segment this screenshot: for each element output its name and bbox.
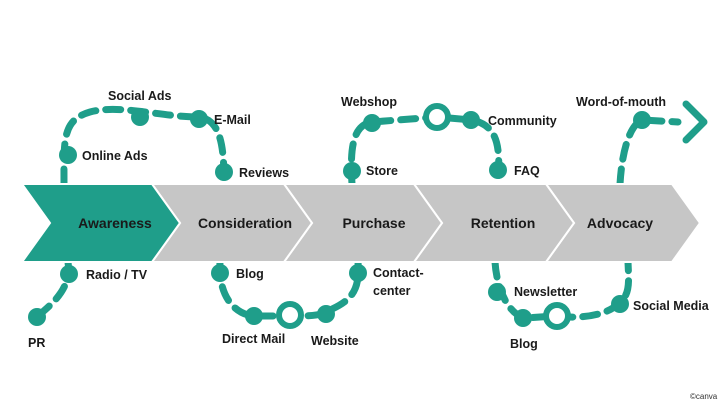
touchpoint-label-community: Community: [488, 114, 557, 128]
touchpoint-label-direct-mail: Direct Mail: [222, 332, 285, 346]
stage-label-advocacy: Advocacy: [587, 215, 653, 231]
stage-label-awareness: Awareness: [78, 215, 152, 231]
touchpoint-dot-webshop: [363, 114, 381, 132]
touchpoint-ring-blog-retention: [543, 302, 571, 330]
path-purchase-upper: [347, 113, 503, 188]
touchpoint-label-contact-center-line2: center: [373, 284, 411, 298]
touchpoint-ring-direct-mail: [276, 301, 304, 329]
path-retention-lower: [491, 258, 633, 322]
touchpoint-dot-social-media: [611, 295, 629, 313]
touchpoint-dot-reviews: [215, 163, 233, 181]
touchpoint-label-email: E-Mail: [214, 113, 251, 127]
touchpoint-label-online-ads: Online Ads: [82, 149, 148, 163]
touchpoint-label-contact-center-line1: Contact-: [373, 266, 424, 280]
touchpoint-dot-direct-mail: [245, 307, 263, 325]
touchpoint-dot-online-ads: [59, 146, 77, 164]
touchpoint-ring-webshop: [423, 103, 451, 131]
touchpoint-dot-blog-consideration: [211, 264, 229, 282]
touchpoint-dot-faq: [489, 161, 507, 179]
touchpoint-dot-contact-center: [349, 264, 367, 282]
touchpoint-dot-store: [343, 162, 361, 180]
touchpoint-label-reviews: Reviews: [239, 166, 289, 180]
touchpoint-dot-word-of-mouth: [633, 111, 651, 129]
touchpoint-label-faq: FAQ: [514, 164, 540, 178]
touchpoint-label-store: Store: [366, 164, 398, 178]
touchpoint-dot-blog-retention: [514, 309, 532, 327]
touchpoint-label-radio-tv: Radio / TV: [86, 268, 148, 282]
touchpoint-dot-pr: [28, 308, 46, 326]
touchpoint-label-word-of-mouth: Word-of-mouth: [576, 95, 666, 109]
touchpoint-dot-community: [462, 111, 480, 129]
touchpoint-dot-website: [317, 305, 335, 323]
path-consideration-lower: [216, 258, 362, 320]
stage-label-consideration: Consideration: [198, 215, 292, 231]
touchpoint-dot-social-ads: [131, 108, 149, 126]
stages-band: [20, 183, 702, 263]
touchpoint-label-social-ads: Social Ads: [108, 89, 171, 103]
stage-label-retention: Retention: [471, 215, 536, 231]
stage-chevron-awareness: [20, 183, 182, 263]
arrow-head-icon: [682, 100, 708, 144]
touchpoint-label-website: Website: [311, 334, 359, 348]
touchpoint-label-social-media: Social Media: [633, 299, 710, 313]
touchpoint-dot-radio-tv: [60, 265, 78, 283]
path-advocacy-upper: [616, 116, 682, 188]
canva-credit: ©canva: [690, 392, 718, 401]
touchpoint-dot-email: [190, 110, 208, 128]
touchpoint-label-blog-consideration: Blog: [236, 267, 264, 281]
touchpoint-label-blog-retention: Blog: [510, 337, 538, 351]
touchpoint-dot-newsletter: [488, 283, 506, 301]
touchpoint-label-webshop: Webshop: [341, 95, 397, 109]
stage-label-purchase: Purchase: [342, 215, 405, 231]
touchpoint-label-pr: PR: [28, 336, 45, 350]
touchpoint-label-newsletter: Newsletter: [514, 285, 577, 299]
